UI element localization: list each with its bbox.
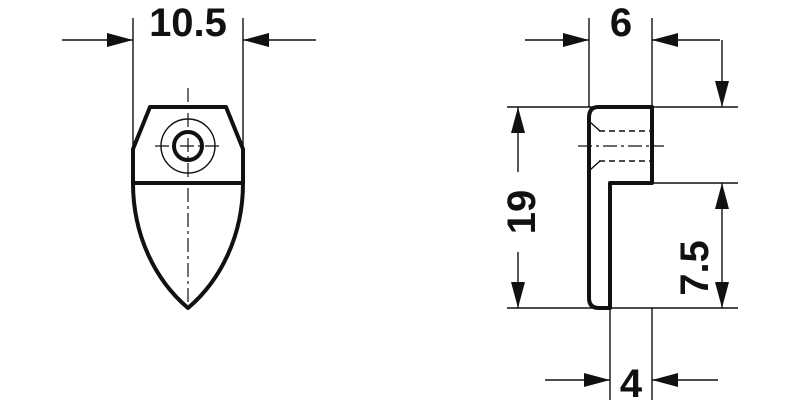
dim-label-side-thickness: 6 bbox=[610, 1, 632, 45]
side-profile-outline bbox=[587, 105, 654, 310]
side-counterbore-top bbox=[589, 121, 601, 132]
dim-label-side-base-width: 4 bbox=[620, 362, 643, 400]
dim-label-front-width: 10.5 bbox=[149, 1, 227, 45]
side-counterbore-bottom bbox=[589, 160, 601, 171]
side-dim19-label-gap bbox=[505, 172, 533, 252]
front-arrow-left bbox=[107, 33, 133, 47]
side-dim4-arrow-right bbox=[652, 373, 678, 387]
side-dim6-arrow-left bbox=[563, 33, 589, 47]
side-view bbox=[505, 18, 738, 400]
side-dim19-arrow-top bbox=[511, 107, 525, 133]
dim-label-side-lower-height: 7.5 bbox=[673, 240, 717, 296]
side-dim75-arrow-top bbox=[715, 183, 729, 209]
side-dim19-arrow-bottom bbox=[511, 282, 525, 308]
side-dim4-arrow-left bbox=[584, 373, 610, 387]
side-top-marker-arrow bbox=[715, 81, 729, 107]
side-dim75-arrow-bottom bbox=[715, 282, 729, 308]
front-view bbox=[62, 18, 316, 312]
side-dim6-arrow-right bbox=[652, 33, 678, 47]
dim-label-side-height: 19 bbox=[500, 190, 544, 235]
front-arrow-right bbox=[243, 33, 269, 47]
